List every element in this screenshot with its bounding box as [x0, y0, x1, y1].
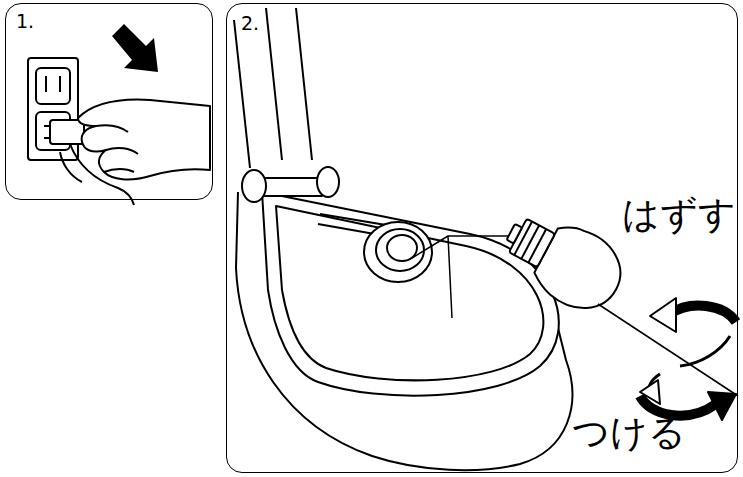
- pull-arrow: [112, 24, 158, 72]
- step-panel: 1.: [5, 3, 213, 200]
- unplug-illustration: [28, 58, 210, 205]
- appliance-illustration: [234, 8, 738, 470]
- step-panel: 2.: [226, 3, 738, 473]
- step-number: 2.: [241, 14, 259, 33]
- action-label: つける: [572, 414, 686, 451]
- action-label: はずす: [622, 196, 736, 233]
- step-number: 1.: [16, 12, 34, 31]
